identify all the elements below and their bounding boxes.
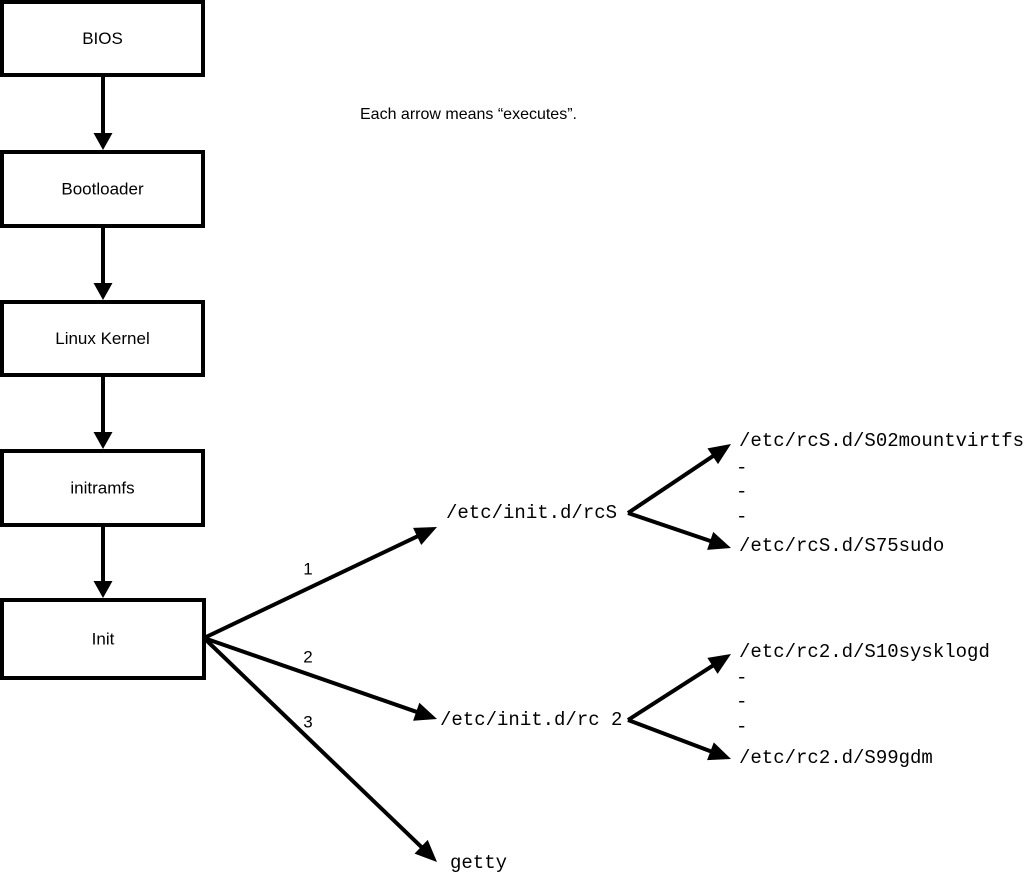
stage-boxes: BIOS Bootloader Linux Kernel initramfs I… [0,0,206,680]
ellipsis-dash-0: - [736,667,747,689]
ellipsis-dash-1: - [736,481,747,503]
arrow-head-icon [707,654,731,674]
arrow-initramfs-to-init [93,525,113,598]
arrow-branch-rcS [203,527,437,640]
arrow-shaft [203,530,428,640]
linux-kernel-box-label: Linux Kernel [55,329,150,348]
arrow-branch-getty [202,636,437,862]
bios-box-label: BIOS [82,29,123,48]
arrow-head-icon [707,742,731,761]
ellipsis-dash-2: - [736,506,747,528]
init-box-rect [0,598,206,680]
linux-kernel-box-rect [0,300,205,377]
bios-box-rect [0,0,205,77]
ellipsis-dash-1: - [736,691,747,713]
diagram-text-labels: 1/etc/init.d/rcS 2/etc/init.d/rc 2 3 getty /… [303,430,1024,874]
ellipsis-dash-0: - [736,457,747,479]
label-rc2-first: /etc/rc2.d/S10sysklogd [739,641,990,663]
stage-box-initramfs[interactable]: initramfs [0,449,205,527]
legend-note: Each arrow means “executes”. [360,106,577,123]
arrow-kernel-to-initramfs [93,375,113,449]
arrow-head-icon [413,527,437,546]
stage-box-linux-kernel[interactable]: Linux Kernel [0,300,205,377]
bootloader-box-label: Bootloader [61,179,144,198]
vertical-arrows [93,75,113,598]
arrow-bios-to-bootloader [93,75,113,150]
stage-box-bios[interactable]: BIOS [0,0,205,77]
label-rcS-last: /etc/rcS.d/S75sudo [739,535,944,557]
arrow-head-icon [93,581,113,598]
stage-box-init[interactable]: Init [0,598,206,680]
init-box-label: Init [92,629,115,648]
arrow-bootloader-to-kernel [93,226,113,300]
edge-number-2: 2 [303,647,312,666]
arrow-head-icon [93,133,113,150]
arrow-rc2-first [626,654,731,722]
init-fanout-arrows [202,527,437,862]
label-branch-rcS: /etc/init.d/rcS [446,502,617,524]
stage-box-bootloader[interactable]: Bootloader [0,150,205,228]
label-branch-getty: getty [450,852,507,874]
arrow-shaft [627,718,721,757]
arrow-head-icon [707,444,731,465]
label-rc2-last: /etc/rc2.d/S99gdm [739,747,933,769]
label-branch-rc2: /etc/init.d/rc 2 [440,709,622,731]
arrow-rcS-last [627,511,731,550]
edge-number-1: 1 [303,559,312,578]
arrow-head-icon [413,702,437,721]
arrow-branch-rc2 [203,636,437,721]
arrow-rc2-last [627,718,731,761]
label-rcS-first: /etc/rcS.d/S02mountvirtfs [739,430,1024,452]
arrow-head-icon [93,432,113,449]
arrow-shaft [203,636,427,717]
sub-fanout-arrows [626,444,731,761]
arrow-shaft [627,511,721,547]
initramfs-box-label: initramfs [70,478,134,497]
edge-number-3: 3 [303,712,312,731]
arrow-head-icon [414,839,437,862]
arrow-shaft [626,449,723,515]
arrow-head-icon [707,531,731,550]
ellipsis-dash-2: - [736,716,747,738]
arrow-shaft [202,636,430,856]
arrow-head-icon [93,283,113,300]
arrow-rcS-first [626,444,731,515]
initramfs-box-rect [0,449,205,527]
arrow-shaft [626,658,722,722]
